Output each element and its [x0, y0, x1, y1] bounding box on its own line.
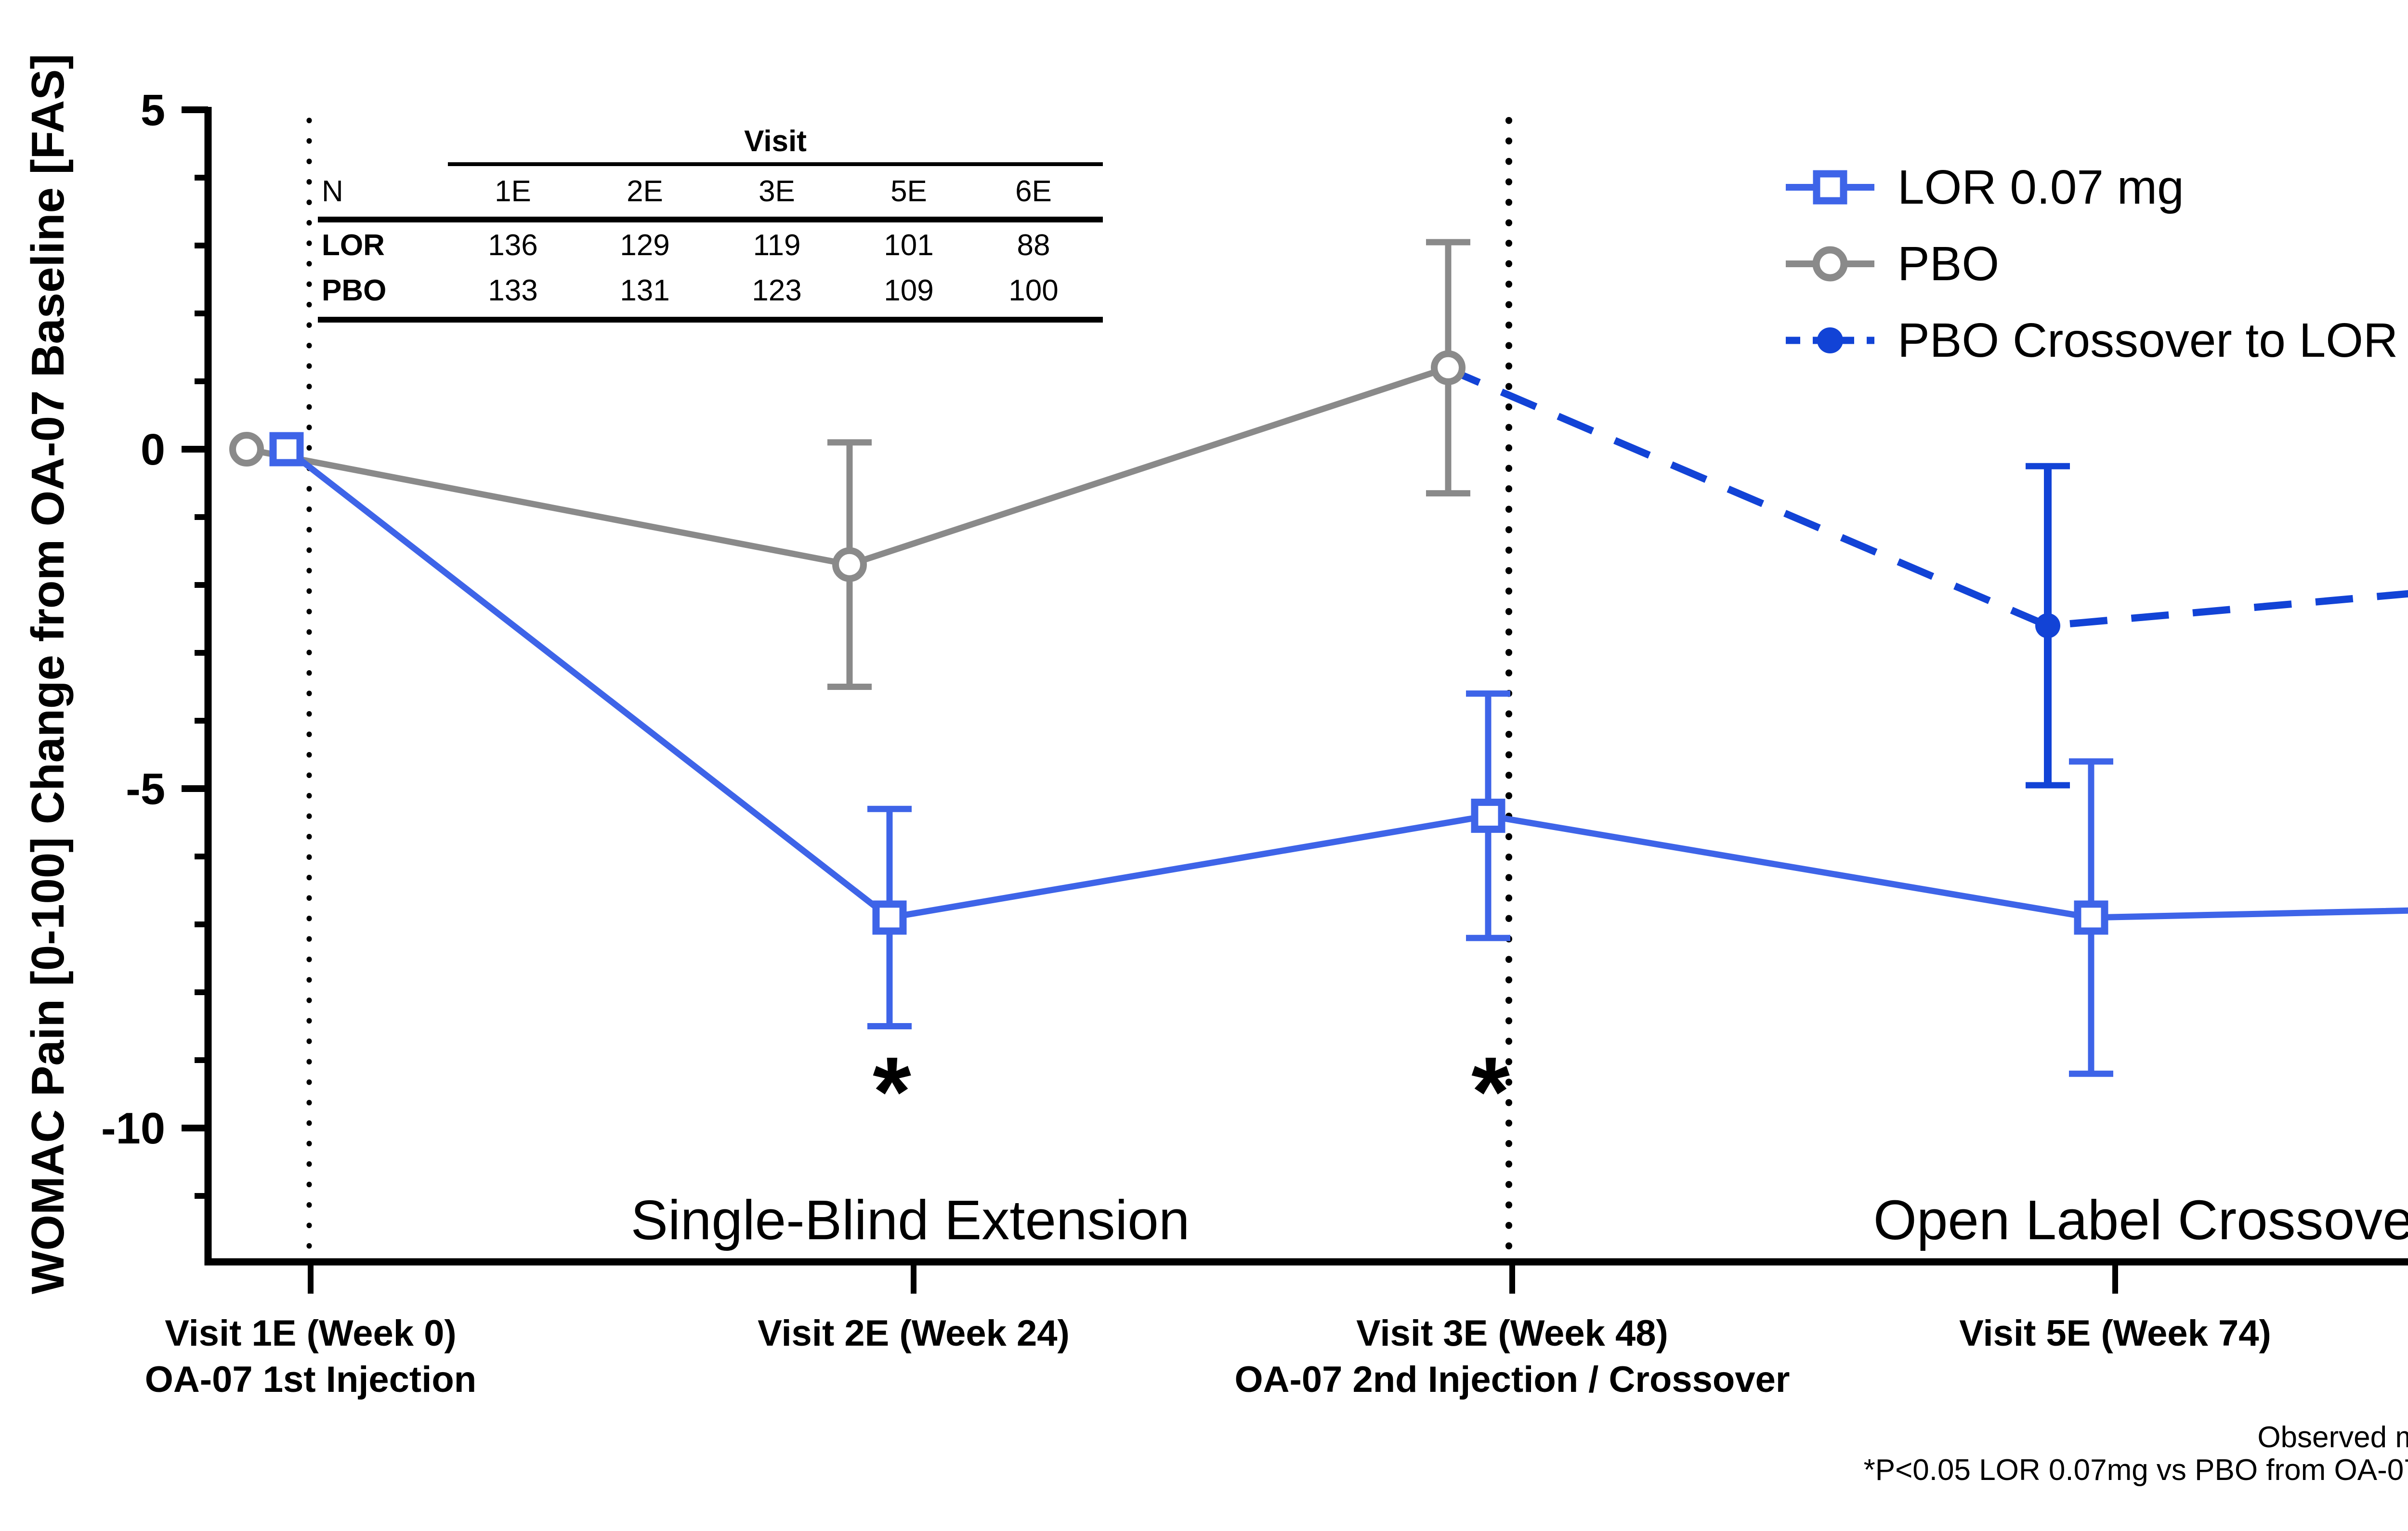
inset-table-col-header: 1E [495, 175, 531, 208]
phase-label-single-blind: Single-Blind Extension [630, 1189, 1190, 1251]
svg-text:5: 5 [141, 86, 165, 135]
legend-item-crossover: PBO Crossover to LOR [1782, 313, 2398, 367]
inset-table-col-header: 2E [627, 175, 663, 208]
table-cell: 123 [752, 274, 802, 307]
footnote-line2: *P<0.05 LOR 0.07mg vs PBO from OA-07 bas… [1863, 1453, 2408, 1487]
svg-text:*: * [1471, 1037, 1510, 1147]
open-square-marker-icon [1786, 170, 1874, 205]
footnote-line1: Observed mean ± standard error shown. [2257, 1421, 2408, 1454]
inset-table-bottom-rule [318, 317, 1103, 323]
x-tick-line1: Visit 1E (Week 0) [165, 1313, 457, 1354]
inset-table-top-rule [448, 162, 1103, 166]
table-cell: 109 [884, 274, 934, 307]
x-tick-line1: Visit 2E (Week 24) [758, 1313, 1070, 1354]
x-tick-label-5e: Visit 5E (Week 74) [1706, 1310, 2408, 1357]
legend-label: PBO [1898, 236, 2000, 291]
footnotes: Observed mean ± standard error shown. *P… [1445, 1421, 2408, 1487]
inset-table-mid-rule [318, 217, 1103, 222]
legend-item-lor: LOR 0.07 mg [1782, 160, 2398, 214]
x-tick-line1: Visit 6E (Week 100) [2318, 1310, 2408, 1357]
x-tick-label-1e: Visit 1E (Week 0) OA-07 1st Injection [0, 1310, 720, 1403]
svg-text:0: 0 [141, 425, 165, 474]
open-circle-marker-icon [1786, 246, 1874, 282]
filled-circle-dashed-marker-icon [1786, 327, 1874, 353]
svg-text:-10: -10 [101, 1104, 165, 1153]
legend-item-pbo: PBO [1782, 236, 2398, 291]
x-tick-line2: OA-07 1st Injection [144, 1359, 477, 1400]
x-tick-label-3e: Visit 3E (Week 48) OA-07 2nd Injection /… [1103, 1310, 1922, 1403]
table-cell: 133 [488, 274, 538, 307]
table-cell: 100 [1008, 274, 1059, 307]
x-tick-label-6e: Visit 6E (Week 100) [2318, 1310, 2408, 1357]
phase-label-open-label: Open Label Crossover [1873, 1189, 2408, 1251]
y-axis-title: WOMAC Pain [0-100] Change from OA-07 Bas… [22, 53, 74, 1295]
svg-text:*: * [873, 1037, 911, 1147]
x-tick-line1: Visit 5E (Week 74) [1959, 1313, 2271, 1354]
x-tick-line1: Visit 3E (Week 48) [1356, 1313, 1668, 1354]
inset-table-col-header: 5E [890, 175, 927, 208]
x-tick-label-2e: Visit 2E (Week 24) [504, 1310, 1323, 1357]
inset-table-col-header: 3E [759, 175, 795, 208]
inset-table-row-label: PBO [322, 274, 387, 307]
table-cell: 88 [1017, 229, 1050, 262]
table-cell: 136 [488, 229, 538, 262]
inset-table-col-header: 6E [1015, 175, 1052, 208]
inset-table-row-label: LOR [322, 229, 385, 262]
inset-table-row-header: N [322, 175, 343, 208]
table-cell: 119 [753, 229, 801, 262]
legend-label: LOR 0.07 mg [1898, 160, 2184, 214]
table-cell: 131 [620, 274, 670, 307]
legend-label: PBO Crossover to LOR [1898, 313, 2398, 367]
inset-table-title: Visit [744, 125, 807, 158]
table-cell: 101 [884, 229, 934, 262]
svg-text:-5: -5 [126, 765, 165, 814]
x-tick-line2: OA-07 2nd Injection / Crossover [1234, 1359, 1790, 1400]
legend: LOR 0.07 mg PBO PBO Crossover to LOR [1782, 160, 2398, 390]
table-cell: 129 [620, 229, 670, 262]
